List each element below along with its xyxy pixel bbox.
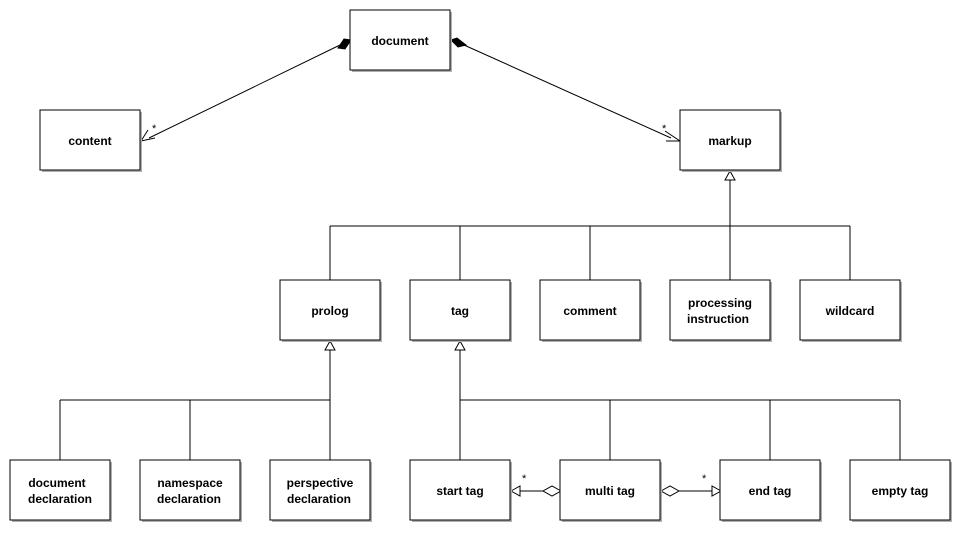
class-multi-tag[interactable]: multi tag	[559, 459, 662, 522]
class-markup-label: markup	[708, 134, 751, 148]
class-start-tag[interactable]: start tag	[409, 459, 512, 522]
class-document-declaration-label-line2: declaration	[28, 492, 92, 506]
class-comment[interactable]: comment	[539, 279, 642, 342]
class-document-label: document	[371, 34, 428, 48]
class-tag-label: tag	[451, 304, 469, 318]
generalization-prolog	[59, 339, 336, 461]
class-document-declaration[interactable]: document declaration	[9, 459, 112, 522]
class-perspective-declaration-label-line1: perspective	[287, 476, 354, 490]
class-comment-label: comment	[563, 304, 616, 318]
class-multi-tag-label: multi tag	[585, 484, 635, 498]
class-wildcard[interactable]: wildcard	[799, 279, 902, 342]
class-namespace-declaration[interactable]: namespace declaration	[139, 459, 242, 522]
aggregation-multi-end	[659, 485, 723, 497]
class-perspective-declaration[interactable]: perspective declaration	[269, 459, 372, 522]
class-empty-tag-label: empty tag	[872, 484, 929, 498]
class-prolog[interactable]: prolog	[279, 279, 382, 342]
class-content[interactable]: content	[39, 109, 142, 172]
class-document-declaration-label-line1: document	[28, 476, 85, 490]
class-start-tag-label: start tag	[436, 484, 483, 498]
multiplicity-multi-start: *	[522, 473, 527, 485]
class-perspective-declaration-label-line2: declaration	[287, 492, 351, 506]
class-wildcard-label: wildcard	[825, 304, 875, 318]
multiplicity-document-content: *	[152, 123, 157, 135]
generalization-markup	[329, 169, 851, 281]
aggregation-multi-start	[509, 485, 563, 497]
class-end-tag-label: end tag	[749, 484, 792, 498]
generalization-tag	[454, 339, 901, 461]
composition-document-markup	[450, 37, 682, 142]
class-empty-tag[interactable]: empty tag	[849, 459, 952, 522]
class-namespace-declaration-label-line1: namespace	[157, 476, 223, 490]
class-content-label: content	[68, 134, 111, 148]
class-namespace-declaration-label-line2: declaration	[157, 492, 221, 506]
class-markup[interactable]: markup	[679, 109, 782, 172]
class-processing-instruction[interactable]: processing instruction	[669, 279, 772, 342]
multiplicity-document-markup: *	[662, 123, 667, 135]
composition-document-content	[139, 38, 352, 142]
class-end-tag[interactable]: end tag	[719, 459, 822, 522]
class-tag[interactable]: tag	[409, 279, 512, 342]
multiplicity-multi-end: *	[702, 473, 707, 485]
class-processing-instruction-label-line2: instruction	[687, 312, 749, 326]
class-document[interactable]: document	[349, 9, 452, 72]
class-processing-instruction-label-line1: processing	[688, 296, 752, 310]
class-prolog-label: prolog	[311, 304, 348, 318]
